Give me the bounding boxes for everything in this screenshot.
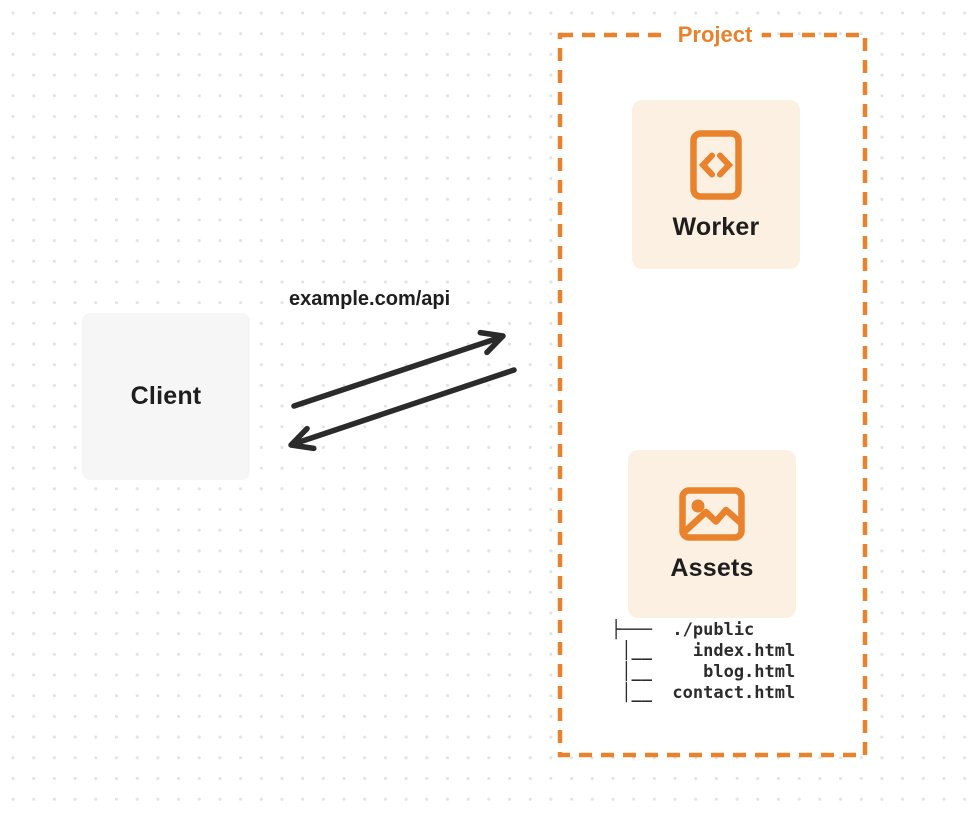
- assets-card: Assets: [628, 450, 796, 618]
- image-icon: [679, 487, 745, 541]
- worker-label: Worker: [672, 212, 760, 241]
- response-arrow: [288, 367, 517, 452]
- project-label: Project: [668, 22, 762, 48]
- worker-card: Worker: [632, 100, 800, 269]
- client-card: Client: [82, 313, 250, 480]
- request-url-label: example.com/api: [289, 288, 451, 310]
- request-arrow: [291, 329, 506, 409]
- code-file-icon: [690, 129, 742, 200]
- file-tree: ├─── ./public │__ index.html │__ blog.ht…: [611, 620, 796, 703]
- assets-label: Assets: [670, 554, 754, 582]
- client-label: Client: [130, 382, 202, 410]
